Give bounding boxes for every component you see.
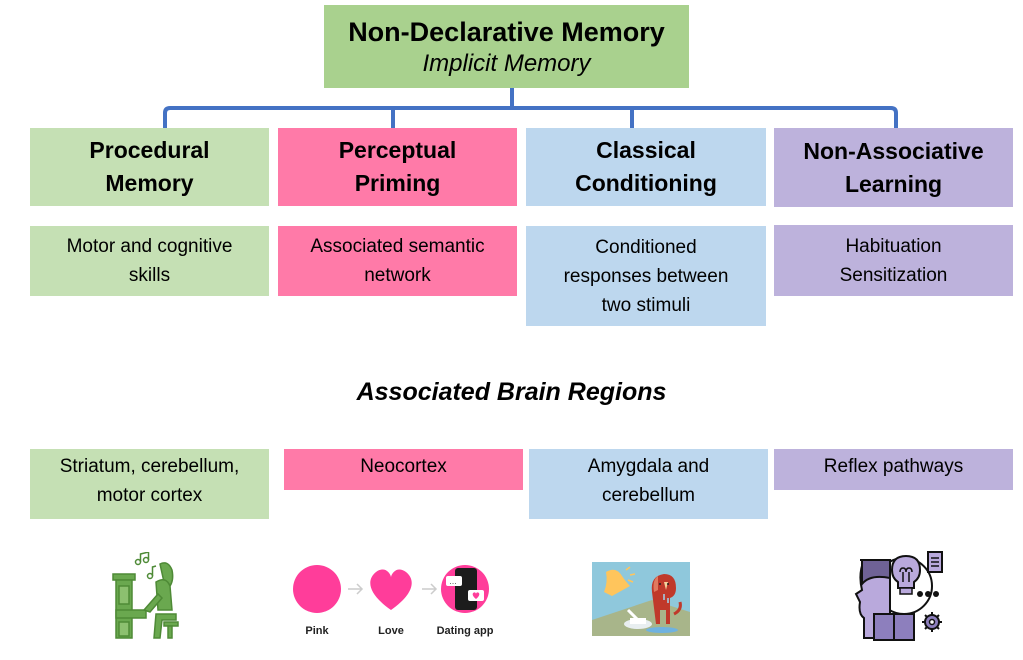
region-line: Striatum, cerebellum, xyxy=(59,456,240,477)
description-line: responses between xyxy=(563,265,729,287)
region-line: Neocortex xyxy=(360,456,447,477)
region-perceptual-priming: Neocortex xyxy=(284,449,523,490)
description-line: two stimuli xyxy=(601,294,691,316)
category-title-line: Classical xyxy=(596,137,696,163)
category-title-line: Learning xyxy=(844,170,943,197)
description-procedural-memory: Motor and cognitive skills xyxy=(30,226,269,296)
category-title-line: Perceptual xyxy=(338,137,457,163)
region-line: cerebellum xyxy=(602,485,695,506)
priming-step-label: Love xyxy=(378,625,404,637)
category-non-associative-learning: Non-Associative Learning xyxy=(774,128,1013,207)
section-heading-brain-regions: Associated Brain Regions xyxy=(356,378,667,406)
connector-bar xyxy=(163,106,898,128)
category-title-line: Priming xyxy=(354,170,441,196)
category-title-line: Non-Associative xyxy=(803,137,984,164)
priming-step-label: Pink xyxy=(305,625,329,637)
description-line: Conditioned xyxy=(595,236,697,258)
region-non-associative-learning: Reflex pathways xyxy=(774,449,1013,490)
description-perceptual-priming: Associated semantic network xyxy=(278,226,517,296)
region-line: Reflex pathways xyxy=(823,456,964,477)
root-title: Non-Declarative Memory xyxy=(348,16,665,47)
root-node: Non-Declarative Memory Implicit Memory xyxy=(324,5,689,88)
bell-icon xyxy=(604,569,630,596)
priming-sequence-illustration: … Pink Love Dating app xyxy=(293,565,494,637)
region-classical-conditioning: Amygdala and cerebellum xyxy=(529,449,768,519)
arrow-right-icon xyxy=(422,583,438,595)
category-title-line: Procedural xyxy=(89,137,210,163)
description-line: Habituation xyxy=(845,235,942,257)
priming-step-label: Dating app xyxy=(437,625,494,637)
description-line: skills xyxy=(128,265,171,286)
pink-circle-icon xyxy=(293,565,341,613)
region-line: Amygdala and xyxy=(587,456,710,477)
dog-bell-icon xyxy=(592,562,690,636)
root-subtitle: Implicit Memory xyxy=(422,49,591,77)
thinking-head-icon xyxy=(854,551,943,641)
svg-text:…: … xyxy=(449,577,457,586)
hierarchy-connector xyxy=(163,88,898,128)
description-line: Sensitization xyxy=(839,264,948,286)
description-line: network xyxy=(364,265,431,286)
phone-icon xyxy=(455,568,477,610)
description-classical-conditioning: Conditioned responses between two stimul… xyxy=(526,226,766,326)
region-line: motor cortex xyxy=(96,485,203,506)
description-line: Associated semantic xyxy=(310,236,485,257)
category-classical-conditioning: Classical Conditioning xyxy=(526,128,766,206)
category-title-line: Conditioning xyxy=(575,170,717,196)
category-title-line: Memory xyxy=(105,170,194,196)
heart-icon xyxy=(370,569,412,610)
category-procedural-memory: Procedural Memory xyxy=(30,128,269,206)
arrow-right-icon xyxy=(348,583,364,595)
piano-player-icon xyxy=(112,552,179,639)
region-procedural-memory: Striatum, cerebellum, motor cortex xyxy=(30,449,269,519)
description-line: Motor and cognitive xyxy=(66,236,233,257)
description-non-associative-learning: Habituation Sensitization xyxy=(774,225,1013,296)
chat-bubble-icon xyxy=(446,576,462,586)
category-perceptual-priming: Perceptual Priming xyxy=(278,128,517,206)
